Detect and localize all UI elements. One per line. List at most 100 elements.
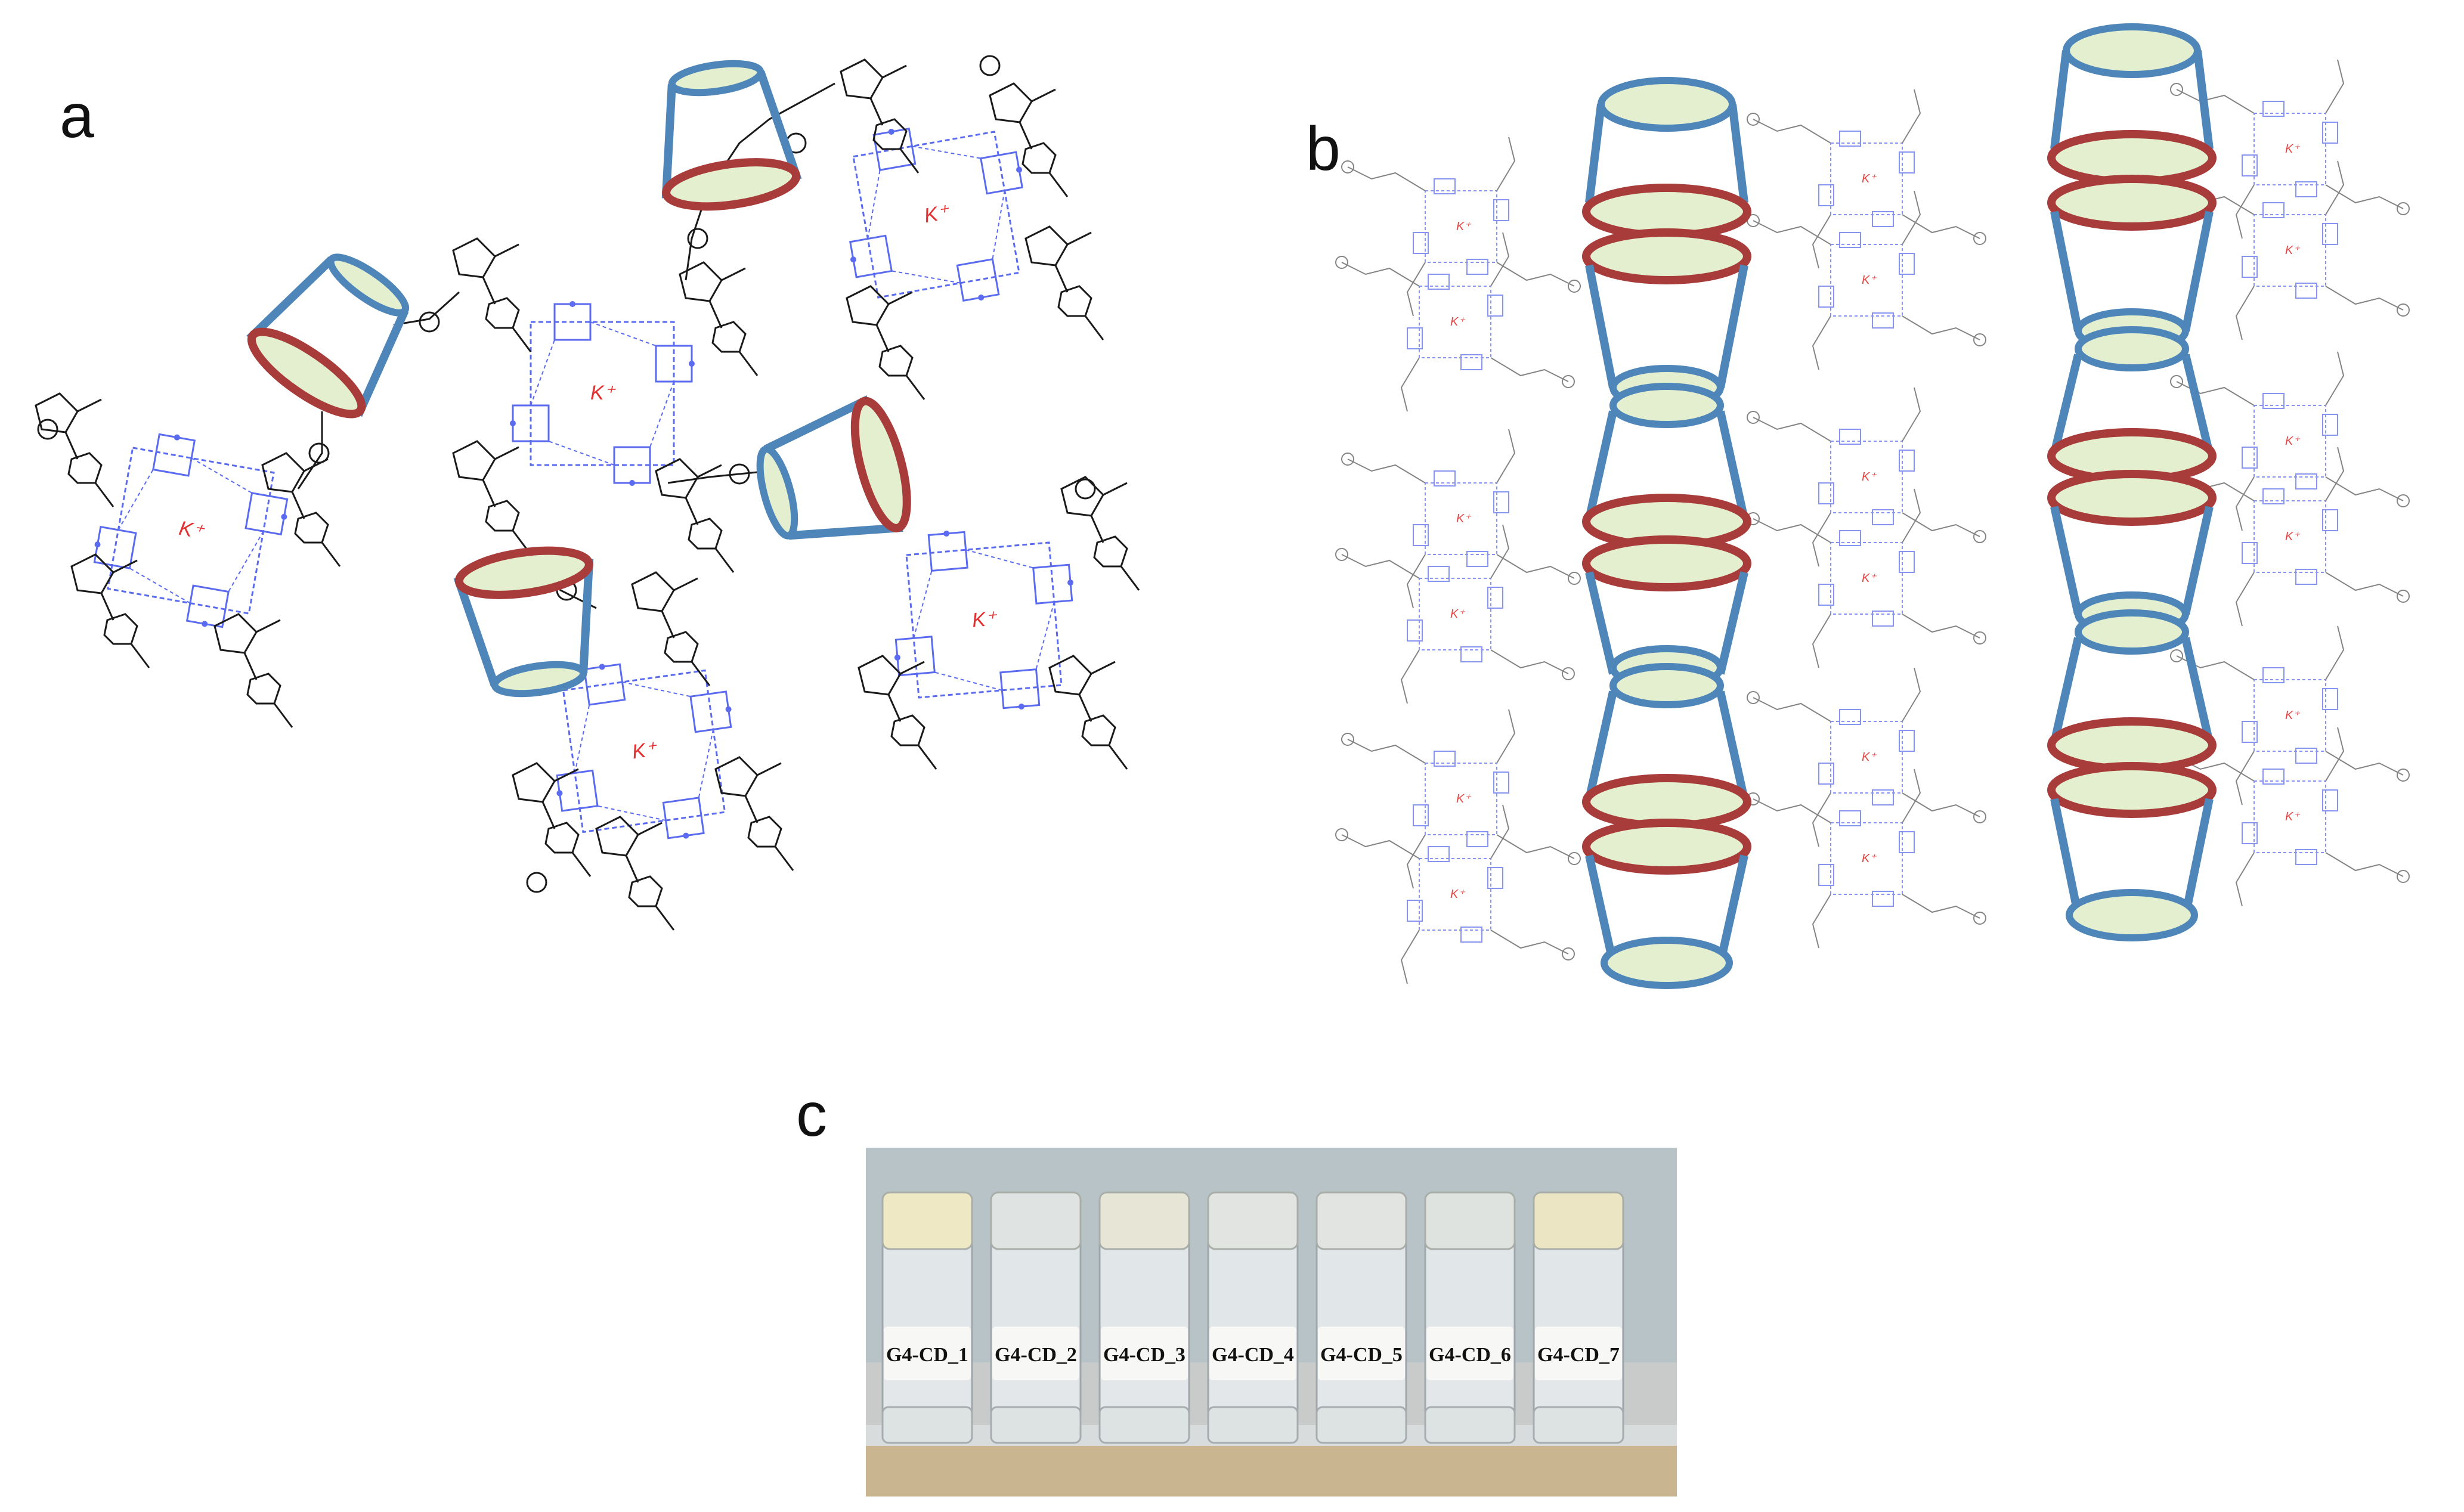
vial-base	[1533, 1406, 1624, 1444]
vial-base	[1315, 1406, 1407, 1444]
g-quartet-top-right: K⁺	[828, 106, 1045, 323]
svg-text:K⁺: K⁺	[1862, 572, 1877, 585]
quartet-pattern: K⁺ K⁺ K⁺ K⁺ K⁺ K⁺ K⁺ K⁺ K⁺ K⁺ K⁺ K⁺ K⁺ K…	[1335, 59, 2410, 984]
vial-label	[1101, 1327, 1188, 1380]
vial: G4-CD_4	[1207, 1191, 1299, 1444]
svg-text:K⁺: K⁺	[1862, 172, 1877, 185]
panel-b-letter: b	[1306, 114, 1341, 184]
vial-base	[1424, 1406, 1516, 1444]
vial-label	[1535, 1327, 1622, 1380]
phenyl-ring	[308, 442, 330, 464]
cd-column-left	[1582, 77, 1751, 989]
svg-text:K⁺: K⁺	[2285, 810, 2300, 823]
cd-column-right	[2047, 23, 2217, 941]
vial-label	[1426, 1327, 1513, 1380]
vial: G4-CD_1	[881, 1191, 973, 1444]
vial-top-liquid	[1315, 1191, 1407, 1250]
sugar-arm	[714, 756, 794, 872]
k-ion-label: K⁺	[177, 517, 207, 544]
phenyl-ring	[37, 419, 58, 440]
vial-label	[992, 1327, 1079, 1380]
vial-label	[1209, 1327, 1296, 1380]
sugar-arm	[989, 82, 1069, 198]
vial-row: G4-CD_1 G4-CD_2 G4-CD_3 G4-CD_4 G4-CD_5 G4-CD…	[881, 1191, 1624, 1444]
vial-label-text: G4-CD_1	[886, 1344, 968, 1366]
vial-label-text: G4-CD_5	[1320, 1344, 1403, 1366]
phenyl-ring	[687, 228, 708, 249]
vial-label-text: G4-CD_4	[1212, 1344, 1294, 1366]
g-quartet-center: K⁺	[509, 300, 696, 487]
vial: G4-CD_2	[990, 1191, 1082, 1444]
vial-label-text: G4-CD_3	[1103, 1344, 1185, 1366]
vial: G4-CD_6	[1424, 1191, 1516, 1444]
phenyl-ring	[526, 872, 547, 893]
svg-text:K⁺: K⁺	[1862, 751, 1877, 764]
vial: G4-CD_3	[1098, 1191, 1190, 1444]
sugar-arm	[631, 571, 711, 687]
k-ion-label: K⁺	[590, 382, 617, 404]
panel-a-letter: a	[60, 82, 94, 151]
vial-label	[884, 1327, 971, 1380]
svg-text:K⁺: K⁺	[1456, 512, 1471, 525]
sugar-arm	[35, 392, 114, 508]
vial: G4-CD_5	[1315, 1191, 1407, 1444]
g-quartet-right: K⁺	[883, 519, 1085, 721]
linker	[297, 411, 323, 489]
sugar-arm	[452, 440, 532, 556]
svg-text:K⁺: K⁺	[2285, 142, 2300, 156]
cyclodextrin-cup	[246, 253, 410, 419]
vial-top-liquid	[1207, 1191, 1299, 1250]
phenyl-ring	[979, 55, 1001, 76]
vial-base	[990, 1406, 1082, 1444]
phenyl-ring	[1075, 478, 1096, 500]
k-ion-label: K⁺	[923, 200, 952, 227]
sugar-arm	[1024, 225, 1104, 341]
g-quartet-bottom: K⁺	[538, 646, 750, 857]
sugar-arm	[261, 452, 341, 568]
svg-text:K⁺: K⁺	[2285, 530, 2300, 543]
vial-top-liquid	[990, 1191, 1082, 1250]
svg-text:K⁺: K⁺	[1862, 470, 1877, 484]
g-quartet-left: K⁺	[82, 422, 299, 639]
svg-text:K⁺: K⁺	[1450, 315, 1465, 329]
panel-b: b K⁺ K⁺ K⁺ K⁺ K⁺ K⁺ K⁺ K⁺ K⁺ K⁺ K⁺ K⁺ K⁺…	[1306, 23, 2410, 989]
linker	[685, 202, 705, 281]
vial: G4-CD_7	[1533, 1191, 1624, 1444]
svg-text:K⁺: K⁺	[1456, 792, 1471, 805]
cyclodextrin-cup	[453, 546, 594, 698]
sugar-arm	[595, 816, 675, 931]
cyclodextrin-cup	[756, 395, 911, 540]
vial-base	[881, 1406, 973, 1444]
panel-a: a K⁺ K⁺ K⁺ K⁺	[35, 55, 1140, 931]
svg-text:K⁺: K⁺	[2285, 244, 2300, 257]
sugar-arm	[1060, 476, 1140, 591]
svg-text:K⁺: K⁺	[1862, 852, 1877, 865]
svg-text:K⁺: K⁺	[1450, 608, 1465, 621]
k-ion-label: K⁺	[971, 607, 999, 632]
svg-text:K⁺: K⁺	[2285, 435, 2300, 448]
vial-label	[1318, 1327, 1405, 1380]
sugar-arm	[70, 553, 150, 669]
vial-top-liquid	[881, 1191, 973, 1250]
vial-label-text: G4-CD_7	[1537, 1344, 1620, 1366]
vial-label-text: G4-CD_2	[995, 1344, 1077, 1366]
sugar-arm	[512, 762, 592, 878]
sugar-arm	[840, 58, 920, 174]
vial-base	[1207, 1406, 1299, 1444]
phenyl-ring	[419, 311, 440, 333]
vial-top-liquid	[1533, 1191, 1624, 1250]
phenyl-ring	[729, 463, 750, 485]
linker	[667, 470, 770, 484]
sugar-arm	[452, 237, 532, 353]
k-ion-label: K⁺	[630, 738, 660, 764]
vial-base	[1098, 1406, 1190, 1444]
vial-top-liquid	[1424, 1191, 1516, 1250]
svg-text:K⁺: K⁺	[1862, 274, 1877, 287]
svg-text:K⁺: K⁺	[1456, 220, 1471, 233]
linker	[393, 291, 460, 326]
panel-c-letter: c	[796, 1080, 827, 1150]
svg-text:K⁺: K⁺	[2285, 709, 2300, 722]
svg-text:K⁺: K⁺	[1450, 888, 1465, 901]
